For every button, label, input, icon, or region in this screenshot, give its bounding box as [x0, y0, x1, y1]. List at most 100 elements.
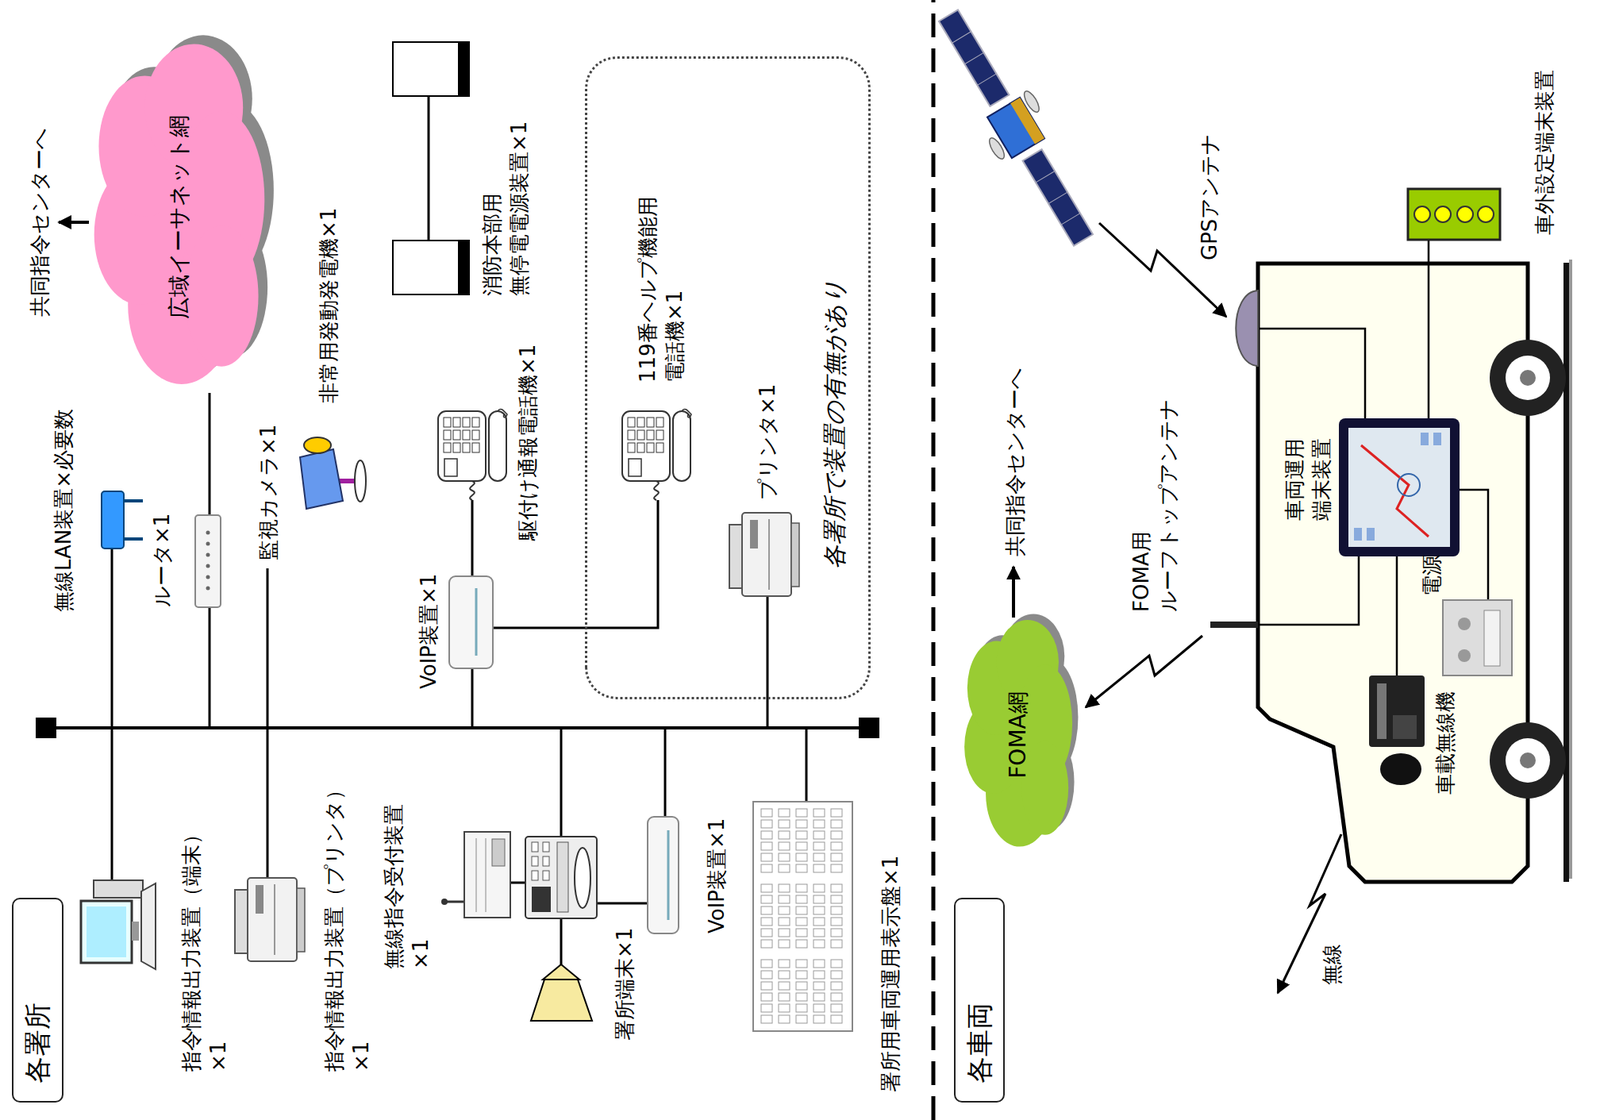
voip-device	[449, 576, 679, 934]
wireless-lan-icon	[101, 491, 124, 549]
display-panel	[778, 895, 790, 904]
wireless-lan-icon	[123, 499, 143, 503]
display-panel	[830, 970, 843, 979]
radio-receiver	[492, 838, 505, 866]
ups-cabinet	[457, 240, 470, 295]
external-setting-terminal	[1434, 206, 1451, 223]
terminal-computer	[86, 906, 127, 958]
radio-receiver	[464, 831, 511, 918]
speaker-icon	[530, 964, 593, 1021]
device-label: 無線LAN装置×必要数	[50, 408, 78, 612]
display-panel	[796, 981, 808, 990]
display-panel	[813, 981, 825, 990]
display-panel	[796, 1015, 808, 1024]
camera-icon	[354, 460, 366, 502]
cloud-network: FOMA網	[959, 617, 1077, 853]
wire	[427, 96, 431, 241]
router-icon	[206, 530, 211, 535]
station-console	[542, 870, 550, 881]
router-icon	[206, 564, 211, 569]
lan-bus	[860, 719, 878, 737]
voip-device	[475, 588, 478, 656]
external-setting-terminal	[1414, 206, 1431, 223]
camera-icon	[300, 449, 343, 509]
device-label: 119番ヘルプ機能用 電話機×1	[634, 192, 689, 383]
device-label: 非常用発動発電機×1	[315, 207, 343, 404]
display-panel	[813, 970, 825, 979]
vehicle-terminal-screen	[1348, 427, 1450, 547]
telephone-icon	[438, 408, 508, 500]
display-panel	[813, 1015, 825, 1024]
vehicle-radio	[1369, 675, 1425, 747]
satellite	[976, 73, 997, 85]
display-panel	[753, 801, 853, 1031]
wireless-lan-icon	[123, 537, 143, 541]
display-panel	[761, 895, 773, 904]
device-label: 署所端末×1	[611, 927, 639, 1041]
display-panel	[796, 842, 808, 850]
display-panel	[796, 992, 808, 1001]
display-panel	[813, 819, 825, 828]
wire	[560, 727, 563, 837]
display-panel	[830, 864, 843, 873]
display-panel	[813, 1003, 825, 1012]
display-panel	[830, 808, 843, 817]
vehicle-wire	[1459, 489, 1489, 600]
radio-receiver	[476, 838, 477, 912]
display-panel	[830, 959, 843, 968]
external-setting-terminal	[1407, 188, 1500, 240]
wire	[471, 500, 474, 577]
display-panel	[830, 981, 843, 990]
satellite	[1023, 149, 1093, 247]
display-panel	[761, 928, 773, 937]
display-panel	[813, 864, 825, 873]
display-panel	[778, 1003, 790, 1012]
station-console	[542, 856, 550, 866]
camera-icon	[303, 437, 331, 454]
radio-receiver	[441, 898, 448, 905]
display-panel	[796, 906, 808, 915]
gps-antenna	[1235, 290, 1258, 366]
display-panel	[778, 853, 790, 862]
printer-icon	[729, 512, 800, 597]
display-panel	[830, 830, 843, 839]
device-label: FOMA用 ルーフトップアンテナ	[1128, 395, 1183, 612]
display-panel	[796, 895, 808, 904]
wire	[111, 548, 114, 881]
display-panel	[813, 842, 825, 850]
dashed-group-box: 各署所で装置の有無があり	[584, 56, 871, 700]
vehicle-body	[1257, 259, 1573, 882]
vehicle-radio	[1380, 753, 1422, 785]
node-text: 各車両	[962, 1002, 997, 1084]
external-setting-terminal	[1477, 206, 1494, 223]
vehicle-body	[1569, 259, 1573, 879]
display-panel	[796, 939, 808, 948]
vehicle-body	[1257, 263, 1528, 882]
vehicle-terminal-screen	[1433, 432, 1442, 446]
display-panel	[778, 842, 790, 850]
display-panel	[796, 917, 808, 926]
display-panel	[761, 842, 773, 850]
display-panel	[778, 808, 790, 817]
display-panel	[761, 864, 773, 873]
wire	[560, 918, 563, 965]
router-icon	[206, 575, 211, 580]
display-panel	[830, 842, 843, 850]
display-panel	[796, 928, 808, 937]
display-panel	[778, 981, 790, 990]
cloud-network: 広域イーサネット網	[86, 40, 271, 393]
display-panel	[761, 1003, 773, 1012]
station-console	[531, 842, 539, 852]
station-console	[525, 836, 597, 919]
display-panel	[830, 992, 843, 1001]
station-console	[525, 836, 597, 919]
node-text: FOMA網	[1003, 691, 1032, 778]
vehicle-body	[1505, 355, 1550, 400]
vehicle-terminal-screen	[1420, 432, 1429, 446]
device-label: プリンタ×1	[754, 384, 782, 500]
lan-bus	[37, 719, 55, 737]
power-unit	[1442, 600, 1512, 676]
display-panel	[778, 959, 790, 968]
radio-receiver	[485, 838, 487, 912]
device-label: 共同指令センターへ	[1002, 367, 1030, 557]
